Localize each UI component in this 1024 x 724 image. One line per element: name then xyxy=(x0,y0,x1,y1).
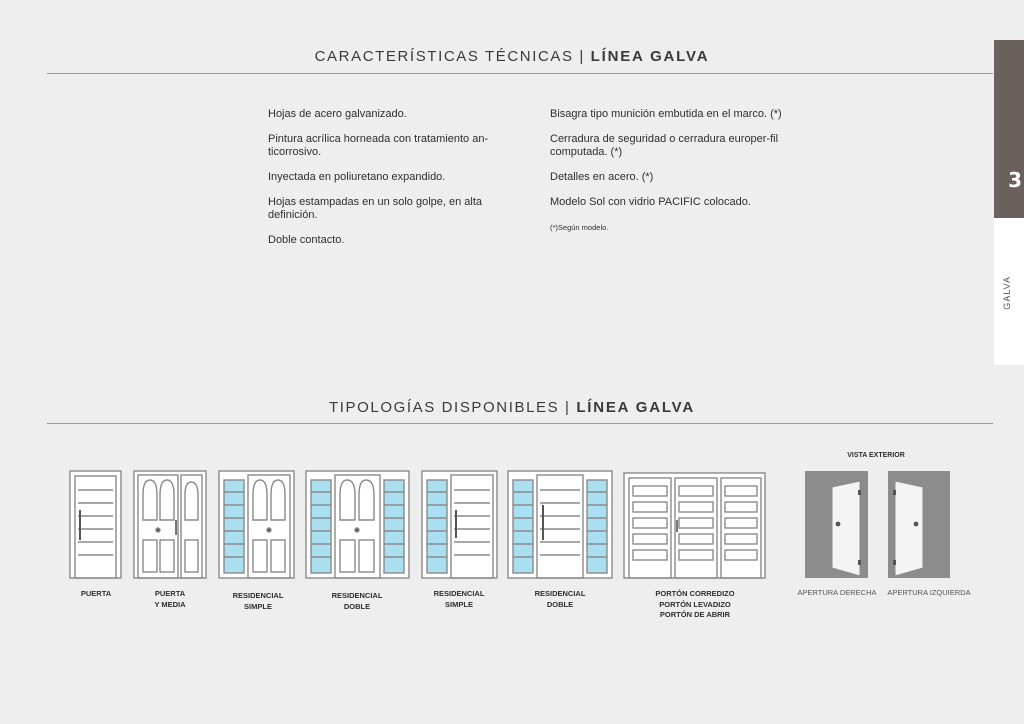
caption-residencial-doble: RESIDENCIAL DOBLE xyxy=(331,591,383,611)
feature-item: Cerradura de seguridad o cerradura europ… xyxy=(550,133,779,158)
feature-item: Hojas estampadas en un solo golpe, en al… xyxy=(268,196,483,221)
door-residencial-doble-lines-drawing xyxy=(507,470,613,579)
feature-item: Pintura acrílica horneada con tratamient… xyxy=(268,133,489,158)
door-residencial-simple-lines-drawing xyxy=(421,470,498,579)
door-residencial-doble-drawing xyxy=(305,470,410,579)
caption-porton: PORTÓN CORREDIZO PORTÓN LEVADIZO PORTÓN … xyxy=(655,589,735,619)
caption-apertura-izquierda: APERTURA IZQUIERDA xyxy=(887,588,971,597)
title-rule xyxy=(47,73,993,74)
features-left: Hojas de acero galvanizado. Pintura acrí… xyxy=(268,108,503,259)
tipologias-title-bold: LÍNEA GALVA xyxy=(576,399,695,416)
chapter-number: 3 xyxy=(1008,168,1022,192)
features-right: Bisagra tipo munición embutida en el mar… xyxy=(550,108,790,246)
tipologias-rule xyxy=(47,423,993,424)
section-tab[interactable]: GALVA xyxy=(994,218,1024,365)
tipologias-title: TIPOLOGÍAS DISPONIBLES | LÍNEA GALVA xyxy=(0,399,1024,416)
feature-item: Hojas de acero galvanizado. xyxy=(268,108,407,120)
caption-residencial-simple: RESIDENCIAL SIMPLE xyxy=(232,591,284,611)
feature-item: Modelo Sol con vidrio PACIFIC colocado. xyxy=(550,196,751,208)
feature-item: Doble contacto. xyxy=(268,234,345,246)
caption-puerta: PUERTA xyxy=(80,589,112,598)
opening-right-drawing xyxy=(805,471,868,578)
page-title: CARACTERÍSTICAS TÉCNICAS | LÍNEA GALVA xyxy=(0,48,1024,65)
caption-residencial-simple-2: RESIDENCIAL SIMPLE xyxy=(433,589,485,609)
feature-item: Inyectada en poliuretano expandido. xyxy=(268,171,446,183)
page-title-bold: LÍNEA GALVA xyxy=(590,48,710,65)
opening-left-drawing xyxy=(888,471,950,578)
page-title-light: CARACTERÍSTICAS TÉCNICAS | xyxy=(314,48,585,65)
caption-puerta-y-media: PUERTA Y MEDIA xyxy=(154,589,186,609)
footnote: (*)Según modelo. xyxy=(550,223,609,232)
door-porton-drawing xyxy=(623,472,766,579)
door-puerta-drawing xyxy=(69,470,122,579)
door-puerta-y-media-drawing xyxy=(133,470,207,579)
feature-item: Detalles en acero. (*) xyxy=(550,171,654,183)
caption-residencial-doble-2: RESIDENCIAL DOBLE xyxy=(534,589,586,609)
feature-item: Bisagra tipo munición embutida en el mar… xyxy=(550,108,782,120)
tipologias-title-light: TIPOLOGÍAS DISPONIBLES | xyxy=(329,399,571,416)
vista-exterior-label: VISTA EXTERIOR xyxy=(847,452,905,459)
chapter-tab[interactable]: 3 xyxy=(994,40,1024,218)
caption-apertura-derecha: APERTURA DERECHA xyxy=(797,588,877,597)
door-residencial-simple-drawing xyxy=(218,470,295,579)
